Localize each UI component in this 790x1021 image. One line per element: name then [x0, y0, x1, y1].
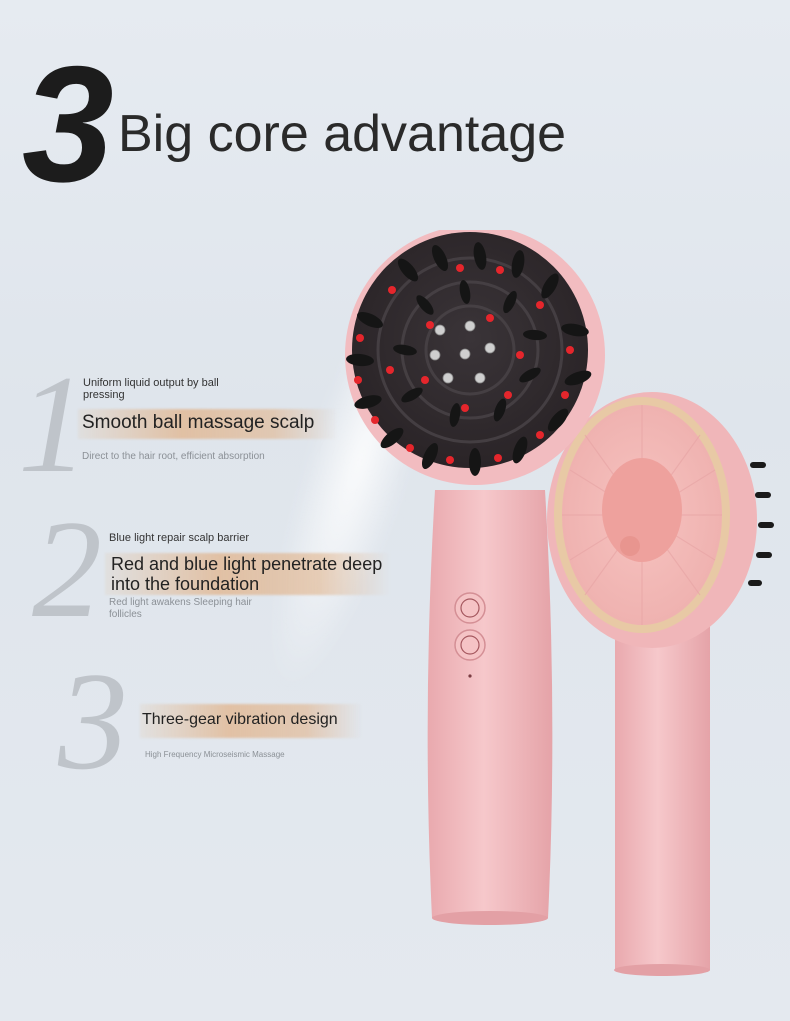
- hair-brush-product-image: [345, 230, 774, 976]
- title-number: 3: [22, 32, 114, 216]
- feature-1-headline: Smooth ball massage scalp: [82, 412, 315, 433]
- feature-2-note: Blue light repair scalp barrier: [109, 532, 250, 544]
- feature-3-headline: Three-gear vibration design: [142, 711, 338, 728]
- bristles: [346, 242, 592, 476]
- feature-1-note: Uniform liquid output by ball pressing: [83, 377, 219, 401]
- feature-2-headline: Red and blue light penetrate deep into t…: [111, 554, 383, 594]
- feature-3-number: 3: [58, 644, 128, 799]
- feature-3-detail: High Frequency Microseismic Massage: [145, 750, 285, 759]
- page-title: Big core advantage: [118, 105, 567, 163]
- feature-2-highlight: [105, 553, 390, 595]
- feature-1-detail: Direct to the hair root, efficient absor…: [82, 451, 265, 462]
- front-brush: [345, 230, 605, 925]
- red-led-lights: [354, 264, 574, 464]
- control-buttons: [454, 592, 486, 678]
- rear-brush: [547, 392, 774, 976]
- massage-balls: [429, 320, 496, 384]
- feature-2-number: 2: [32, 492, 102, 647]
- feature-1-number: 1: [18, 347, 88, 502]
- feature-1-highlight: [78, 409, 338, 439]
- feature-3-highlight: [140, 704, 362, 738]
- feature-2-detail: Red light awakens Sleeping hair follicle…: [109, 597, 252, 620]
